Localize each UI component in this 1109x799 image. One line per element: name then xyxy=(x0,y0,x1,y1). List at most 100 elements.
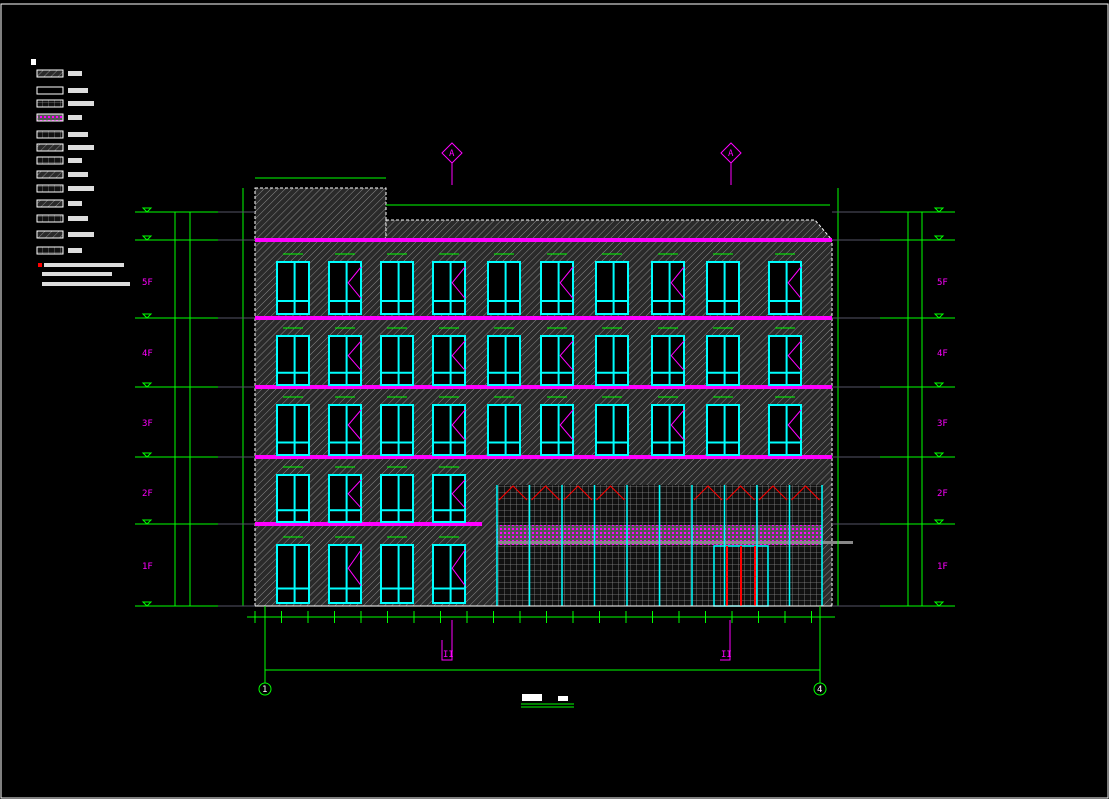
legend-swatch xyxy=(36,69,64,78)
legend xyxy=(31,59,130,286)
storefront-canopy-beam xyxy=(497,541,853,544)
legend-swatch xyxy=(36,214,64,223)
window-opening-indicator xyxy=(670,340,685,371)
storefront-arch xyxy=(498,485,528,501)
axis-bubble-4 xyxy=(813,682,827,696)
legend-note-mark xyxy=(42,272,112,276)
window xyxy=(540,404,574,456)
storefront-arch xyxy=(563,485,593,501)
storefront-arch xyxy=(596,485,625,501)
window xyxy=(380,404,414,456)
floor-label-5f-right: 5F xyxy=(937,278,948,288)
level-symbol xyxy=(933,382,945,388)
legend-text-mark xyxy=(68,71,82,76)
window xyxy=(595,261,629,315)
legend-text-mark xyxy=(68,88,88,93)
labels: 5F 4F 3F 2F 1F 5F 4F 3F 2F 1F 1 4 A A II… xyxy=(142,142,948,708)
window xyxy=(380,261,414,315)
legend-text-mark xyxy=(68,145,94,150)
legend-swatch xyxy=(36,184,64,193)
legend-text-mark xyxy=(68,115,82,120)
canopy xyxy=(482,457,832,485)
window xyxy=(487,261,521,315)
window-opening-indicator xyxy=(451,266,466,299)
floor-label-3f-left: 3F xyxy=(142,419,153,429)
floor-label-5f-left: 5F xyxy=(142,278,153,288)
legend-swatch xyxy=(36,156,64,165)
floor-label-4f-left: 4F xyxy=(142,349,153,359)
window-opening-indicator xyxy=(787,266,802,299)
window xyxy=(276,261,310,315)
window xyxy=(432,261,466,315)
legend-text-mark xyxy=(68,216,88,221)
window-opening-indicator xyxy=(559,340,574,371)
floor-slab xyxy=(255,316,832,320)
window xyxy=(595,335,629,386)
level-symbol xyxy=(141,207,153,213)
window xyxy=(706,404,740,456)
legend-swatch xyxy=(36,143,64,152)
window xyxy=(706,261,740,315)
floor-label-4f-right: 4F xyxy=(937,349,948,359)
window-opening-indicator xyxy=(787,340,802,371)
window xyxy=(276,404,310,456)
legend-swatch xyxy=(36,246,64,255)
bottom-mark-label: II xyxy=(443,650,454,660)
window-opening-indicator xyxy=(347,340,362,371)
level-symbol xyxy=(141,601,153,607)
window xyxy=(328,261,362,315)
window xyxy=(595,404,629,456)
window-opening-indicator xyxy=(347,266,362,299)
legend-text-mark xyxy=(68,248,82,253)
window-opening-indicator xyxy=(787,409,802,441)
level-symbol xyxy=(141,235,153,241)
window-opening-indicator xyxy=(559,409,574,441)
window xyxy=(768,404,802,456)
level-symbol xyxy=(933,235,945,241)
storefront-arch xyxy=(693,485,723,501)
dimension-lines xyxy=(135,177,955,683)
section-mark-left: A xyxy=(441,142,463,185)
axis-label-1: 1 xyxy=(262,685,267,695)
level-symbol xyxy=(141,382,153,388)
legend-swatch xyxy=(36,170,64,179)
drawing-border xyxy=(0,3,1109,799)
window-opening-indicator xyxy=(347,409,362,441)
window xyxy=(328,544,362,604)
legend-swatch xyxy=(36,86,64,95)
window-opening-indicator xyxy=(559,266,574,299)
floor-slab xyxy=(255,238,832,242)
window xyxy=(651,261,685,315)
window xyxy=(276,474,310,523)
legend-marker-icon xyxy=(38,263,42,267)
window xyxy=(276,544,310,604)
level-symbol xyxy=(933,207,945,213)
level-symbol xyxy=(141,452,153,458)
legend-swatch xyxy=(36,199,64,208)
legend-note-mark xyxy=(44,263,124,267)
window xyxy=(328,474,362,523)
window-opening-indicator xyxy=(451,340,466,371)
floor-label-2f-left: 2F xyxy=(142,489,153,499)
bottom-mark-label: II xyxy=(721,650,732,660)
window xyxy=(540,335,574,386)
floor-label-3f-right: 3F xyxy=(937,419,948,429)
legend-swatch xyxy=(36,99,64,108)
window xyxy=(768,261,802,315)
floor-label-1f-right: 1F xyxy=(937,562,948,572)
floor-label-1f-left: 1F xyxy=(142,562,153,572)
legend-text-mark xyxy=(68,186,94,191)
legend-swatch xyxy=(36,130,64,139)
legend-swatch xyxy=(36,230,64,239)
window xyxy=(432,404,466,456)
section-mark-label: A xyxy=(728,149,734,159)
level-symbol xyxy=(933,601,945,607)
window-opening-indicator xyxy=(347,479,362,509)
floor-label-2f-right: 2F xyxy=(937,489,948,499)
window xyxy=(540,261,574,315)
window-opening-indicator xyxy=(670,409,685,441)
floor-slab xyxy=(255,385,832,389)
window xyxy=(651,335,685,386)
legend-text-mark xyxy=(68,158,82,163)
window xyxy=(487,404,521,456)
